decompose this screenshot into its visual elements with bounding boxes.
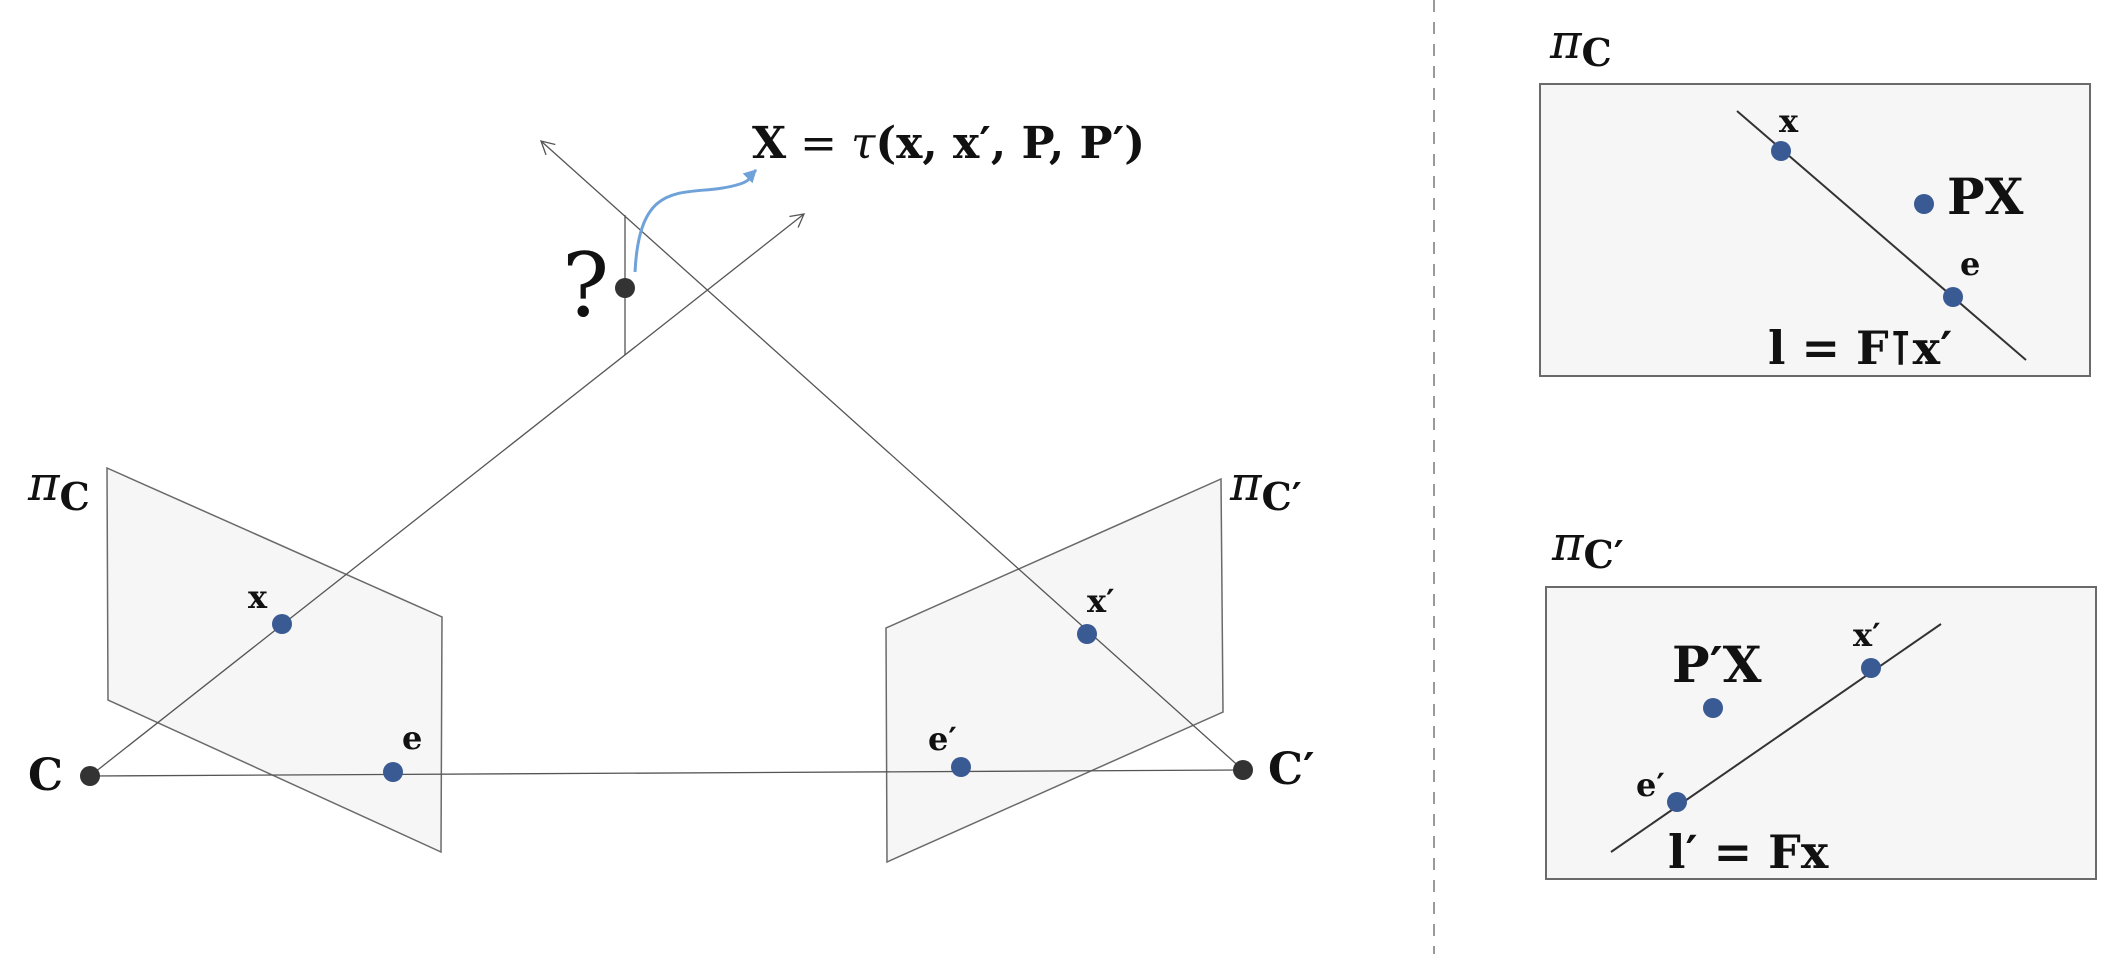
panel-bottom-epipole: [1667, 792, 1687, 812]
panel-bottom-e-label: e′: [1636, 766, 1665, 804]
center-left-label: C: [28, 750, 63, 801]
camera-center-right: [1233, 760, 1253, 780]
panel-bottom-point-x-prime: [1861, 658, 1881, 678]
epipole-e-prime: [951, 757, 971, 777]
point-x-prime-label: x′: [1087, 582, 1115, 620]
panel-bottom-epiline-label: l′ = Fx: [1668, 825, 1829, 879]
panel-bottom-title: πC′: [1551, 516, 1624, 577]
panel-bottom-x-prime-label: x′: [1853, 616, 1881, 654]
unknown-point: [615, 278, 635, 298]
panel-top-x-label: x: [1779, 102, 1799, 140]
center-right-label: C′: [1268, 744, 1315, 795]
ray-right: [539, 140, 1244, 771]
panel-top-epipole: [1943, 287, 1963, 307]
image-plane-left: [106, 466, 443, 854]
camera-center-left: [80, 766, 100, 786]
panel-top-epiline-label: l = F⊺x′: [1768, 321, 1952, 375]
panel-bottom-px-label: P′X: [1672, 635, 1762, 694]
point-x: [272, 614, 292, 634]
epipole-e-prime-label: e′: [928, 720, 957, 758]
triangulation-arrow: [633, 168, 758, 273]
point-x-label: x: [248, 578, 268, 616]
ray-left: [89, 213, 806, 777]
panel-top-title: πC: [1549, 14, 1612, 75]
unknown-marker: ?: [562, 234, 609, 337]
plane-left-label: πC: [27, 456, 90, 519]
image-plane-right: [885, 477, 1224, 864]
epipole-e: [383, 762, 403, 782]
panel-bottom-frame: [1545, 586, 2097, 880]
panel-top-px-label: PX: [1947, 167, 2024, 226]
panel-bottom-epiline: [1610, 623, 1942, 853]
baseline: [89, 769, 1244, 777]
plane-right-label: πC′: [1229, 456, 1302, 519]
panel-top-frame: [1539, 83, 2091, 377]
triangulation-formula: X = τ(x, x′, P, P′): [752, 118, 1145, 169]
panel-top-point-px: [1914, 194, 1934, 214]
point-x-prime: [1077, 624, 1097, 644]
panel-top-e-label: e: [1960, 245, 1980, 283]
panel-top-point-x: [1771, 141, 1791, 161]
epipole-e-label: e: [402, 719, 422, 757]
panel-bottom-point-px: [1703, 698, 1723, 718]
